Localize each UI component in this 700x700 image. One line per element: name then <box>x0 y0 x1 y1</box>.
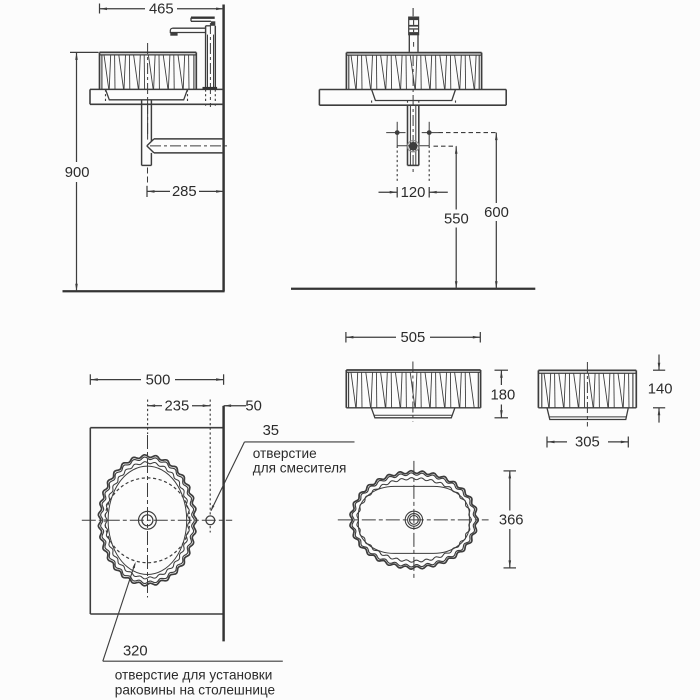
svg-text:285: 285 <box>172 184 197 200</box>
svg-text:505: 505 <box>401 330 426 346</box>
svg-text:600: 600 <box>484 205 509 221</box>
svg-text:раковины на столешнице: раковины на столешнице <box>115 683 275 698</box>
svg-text:180: 180 <box>491 387 516 403</box>
svg-text:305: 305 <box>575 435 600 451</box>
svg-text:900: 900 <box>65 165 90 181</box>
svg-text:35: 35 <box>263 423 279 439</box>
svg-text:550: 550 <box>444 211 469 227</box>
svg-text:50: 50 <box>245 399 261 415</box>
svg-text:465: 465 <box>149 2 174 18</box>
svg-text:500: 500 <box>146 372 171 388</box>
svg-text:отверстие: отверстие <box>253 446 317 461</box>
svg-text:120: 120 <box>401 185 426 201</box>
svg-text:320: 320 <box>123 643 148 659</box>
svg-text:235: 235 <box>165 399 190 415</box>
svg-text:366: 366 <box>499 513 524 529</box>
svg-text:140: 140 <box>648 382 673 398</box>
svg-text:отверстие для установки: отверстие для установки <box>115 668 273 683</box>
svg-text:для смесителя: для смесителя <box>253 461 347 476</box>
